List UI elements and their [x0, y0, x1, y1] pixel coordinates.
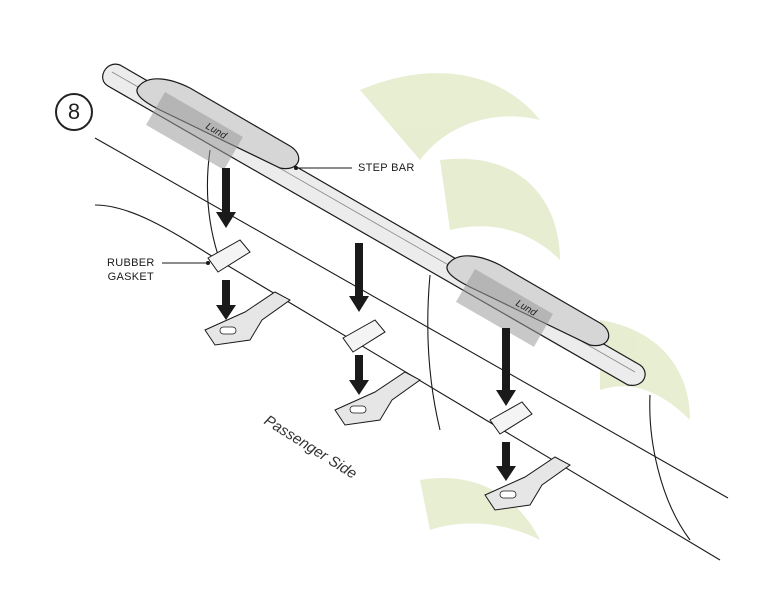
down-arrow-icon	[216, 168, 516, 481]
gasket-icon	[207, 239, 533, 435]
pad-texture-rear	[455, 268, 553, 347]
rubber-gasket-label-line1: RUBBER	[107, 257, 155, 269]
leader-lines	[162, 165, 352, 266]
vehicle-body	[94, 137, 729, 561]
rubber-gasket-label: RUBBER GASKET	[107, 256, 155, 284]
watermark	[360, 73, 690, 540]
step-bar-shape	[102, 63, 646, 386]
step-number-badge: 8	[55, 93, 93, 131]
step-bar-label: STEP BAR	[358, 162, 415, 174]
rubber-gasket-label-line2: GASKET	[107, 271, 155, 283]
bracket-slots	[219, 326, 517, 499]
pad-texture-front	[146, 92, 243, 170]
